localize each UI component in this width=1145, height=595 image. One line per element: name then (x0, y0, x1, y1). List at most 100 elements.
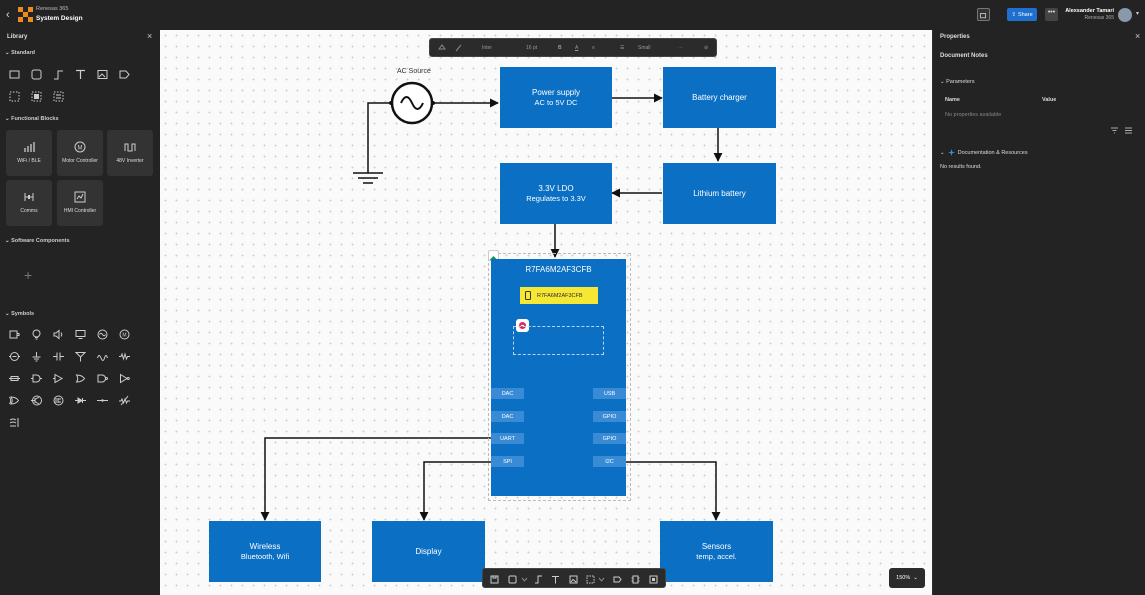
or-gate-symbol-icon[interactable] (74, 372, 86, 384)
back-arrow-icon[interactable]: ‹ (6, 9, 10, 21)
pin-dac-1[interactable]: DAC (491, 388, 524, 399)
section-standard[interactable]: ⌄ Standard (5, 50, 35, 56)
filter-icon[interactable] (1110, 126, 1119, 135)
mcu-chip-tag[interactable]: R7FA6M2AF3CFB (520, 287, 598, 304)
variable-resistor-symbol-icon[interactable] (118, 394, 130, 406)
connector-tool-icon[interactable] (532, 573, 544, 585)
block-wifi-ble[interactable]: WiFi / BLE (6, 130, 52, 176)
image-tool-icon[interactable] (96, 68, 108, 80)
document-notes-label[interactable]: Document Notes (940, 53, 988, 59)
pin-uart[interactable]: UART (491, 433, 524, 444)
pin-gpio-1[interactable]: GPIO (593, 411, 626, 422)
embed-tool-icon[interactable] (647, 573, 659, 585)
meter-symbol-icon[interactable] (8, 350, 20, 362)
image-tool-icon[interactable] (567, 573, 579, 585)
avatar[interactable] (1118, 8, 1132, 22)
link-icon[interactable]: ⊘ (704, 45, 709, 51)
text-color-icon[interactable]: A (575, 45, 579, 51)
block-48v-inverter[interactable]: 48V Inverter (107, 130, 153, 176)
align-icon[interactable]: ≡ (592, 45, 595, 51)
list-icon[interactable] (1124, 126, 1133, 135)
sensors-block[interactable]: Sensors temp, accel. (660, 521, 773, 582)
tag-tool-icon[interactable] (118, 68, 130, 80)
frame-tool-icon[interactable] (584, 573, 596, 585)
chevron-down-icon[interactable]: ▾ (1136, 11, 1140, 17)
pin-dac-2[interactable]: DAC (491, 411, 524, 422)
mosfet-symbol-icon[interactable] (52, 394, 64, 406)
monitor-symbol-icon[interactable] (74, 328, 86, 340)
and-gate-symbol-icon[interactable] (30, 372, 42, 384)
comment-button[interactable] (977, 8, 990, 21)
close-icon[interactable]: × (1135, 31, 1141, 41)
pin-spi[interactable]: SPI (491, 456, 524, 467)
share-button[interactable]: ⇪ Share (1007, 8, 1037, 21)
fill-icon[interactable] (438, 44, 446, 52)
more-options-button[interactable]: ••• (1045, 8, 1058, 21)
software-drop-zone[interactable] (513, 326, 604, 355)
transformer-symbol-icon[interactable] (8, 416, 20, 428)
xor-gate-symbol-icon[interactable] (8, 394, 20, 406)
battery-symbol-icon[interactable] (8, 328, 20, 340)
section-software-components[interactable]: ⌄ Software Components (5, 238, 70, 244)
text-tool-icon[interactable] (549, 573, 561, 585)
line-spacing-icon[interactable]: ☰ (620, 45, 625, 51)
more-icon[interactable]: ⋯ (678, 45, 683, 51)
project-name[interactable]: System Design (36, 15, 83, 22)
text-tool-icon[interactable] (74, 68, 86, 80)
zoom-control[interactable]: 150% ⌄ (889, 568, 925, 588)
chevron-down-icon[interactable] (518, 573, 530, 585)
weight-select[interactable]: Small (638, 45, 651, 51)
frame-tool-icon[interactable] (8, 90, 20, 102)
transistor-symbol-icon[interactable] (30, 394, 42, 406)
buffer-symbol-icon[interactable] (52, 372, 64, 384)
tag-tool-icon[interactable] (611, 573, 623, 585)
ac-source-symbol-icon[interactable] (96, 328, 108, 340)
close-icon[interactable]: × (147, 31, 153, 41)
rounded-rect-tool-icon[interactable] (30, 68, 42, 80)
block-hmi-controller[interactable]: HMI Controller (57, 180, 103, 226)
not-gate-symbol-icon[interactable] (118, 372, 130, 384)
display-block[interactable]: Display (372, 521, 485, 582)
block-motor-controller[interactable]: M Motor Controller (57, 130, 103, 176)
section-functional-blocks[interactable]: ⌄ Functional Blocks (5, 116, 59, 122)
container-tool-icon[interactable] (52, 90, 64, 102)
diode-symbol-icon[interactable] (74, 394, 86, 406)
ldo-block[interactable]: 3.3V LDO Regulates to 3.3V (500, 163, 612, 224)
ground-symbol-icon[interactable] (30, 350, 42, 362)
resistor-symbol-icon[interactable] (118, 350, 130, 362)
chevron-down-icon[interactable] (595, 573, 607, 585)
save-icon[interactable] (488, 573, 500, 585)
mcu-block[interactable]: R7FA6M2AF3CFB R7FA6M2AF3CFB DAC DAC UART… (491, 259, 626, 496)
documentation-section[interactable]: ⌄ Documentation & Resources (940, 149, 1028, 156)
font-size-select[interactable]: 16 pt (526, 45, 538, 51)
wireless-block[interactable]: Wireless Bluetooth, Wifi (209, 521, 321, 582)
inductor-symbol-icon[interactable] (96, 350, 108, 362)
lamp-symbol-icon[interactable] (30, 328, 42, 340)
parameters-section[interactable]: ⌄ Parameters (940, 79, 975, 85)
antenna-symbol-icon[interactable] (74, 350, 86, 362)
pin-i2c[interactable]: I2C (593, 456, 626, 467)
connector-tool-icon[interactable] (52, 68, 64, 80)
motor-symbol-icon[interactable]: M (118, 328, 130, 340)
bold-icon[interactable]: B (558, 45, 562, 51)
diagram-canvas[interactable]: Inter 16 pt B A ≡ ☰ Small ⋯ ⊘ AC Source … (160, 30, 932, 595)
wire-symbol-icon[interactable] (96, 394, 108, 406)
pin-usb[interactable]: USB (593, 388, 626, 399)
battery-charger-block[interactable]: Battery charger (663, 67, 776, 128)
section-symbols[interactable]: ⌄ Symbols (5, 311, 35, 317)
software-badge-icon[interactable] (516, 319, 529, 332)
font-select[interactable]: Inter (482, 45, 493, 51)
speaker-symbol-icon[interactable] (52, 328, 64, 340)
rectangle-tool-icon[interactable] (506, 573, 518, 585)
power-supply-block[interactable]: Power supply AC to 5V DC (500, 67, 612, 128)
nand-gate-symbol-icon[interactable] (96, 372, 108, 384)
pin-gpio-2[interactable]: GPIO (593, 433, 626, 444)
fuse-symbol-icon[interactable] (8, 372, 20, 384)
pen-icon[interactable] (455, 44, 463, 52)
component-tool-icon[interactable] (629, 573, 641, 585)
block-comms[interactable]: Comms (6, 180, 52, 226)
lithium-battery-block[interactable]: Lithium battery (663, 163, 776, 224)
rectangle-tool-icon[interactable] (8, 68, 20, 80)
group-tool-icon[interactable] (30, 90, 42, 102)
add-component-icon[interactable]: + (24, 267, 33, 283)
